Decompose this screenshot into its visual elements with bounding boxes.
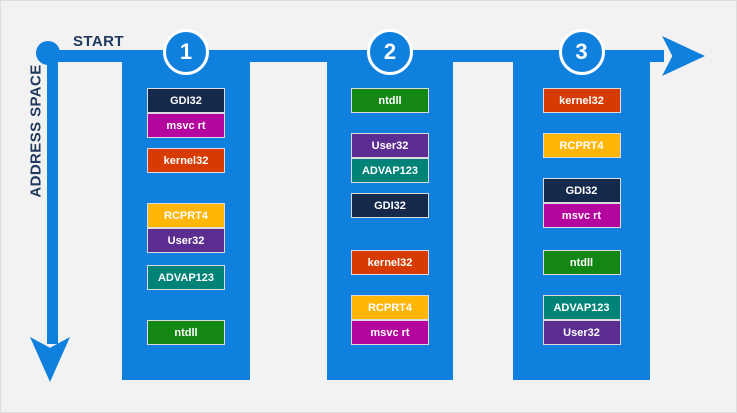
module-block: kernel32 — [542, 88, 621, 113]
address-space-label: ADDRESS SPACE — [27, 64, 45, 198]
module-block: GDI32 — [542, 178, 621, 203]
module-block: ntdll — [147, 320, 225, 345]
module-block: ADVAP123 — [147, 265, 225, 290]
module-block: User32 — [147, 228, 225, 253]
module-block: kernel32 — [147, 148, 225, 173]
step-badge: 3 — [558, 29, 605, 75]
module-block: User32 — [351, 133, 429, 158]
module-block: ADVAP123 — [351, 158, 429, 183]
module-block: ADVAP123 — [542, 295, 621, 320]
module-block: RCPRT4 — [542, 133, 621, 158]
step-badge: 1 — [163, 29, 209, 75]
module-block: GDI32 — [147, 88, 225, 113]
start-node-dot — [36, 41, 60, 65]
module-block: msvc rt — [147, 113, 225, 138]
module-block: RCPRT4 — [351, 295, 429, 320]
module-block: User32 — [542, 320, 621, 345]
start-label: START — [73, 33, 124, 50]
module-block: ntdll — [542, 250, 621, 275]
step-badge: 2 — [367, 29, 413, 75]
module-block: kernel32 — [351, 250, 429, 275]
module-block: GDI32 — [351, 193, 429, 218]
address-space-arrow-shaft — [47, 52, 58, 344]
module-block: RCPRT4 — [147, 203, 225, 228]
module-block: msvc rt — [542, 203, 621, 228]
timeline-arrow-head-icon — [662, 36, 705, 76]
module-block: ntdll — [351, 88, 429, 113]
module-block: msvc rt — [351, 320, 429, 345]
